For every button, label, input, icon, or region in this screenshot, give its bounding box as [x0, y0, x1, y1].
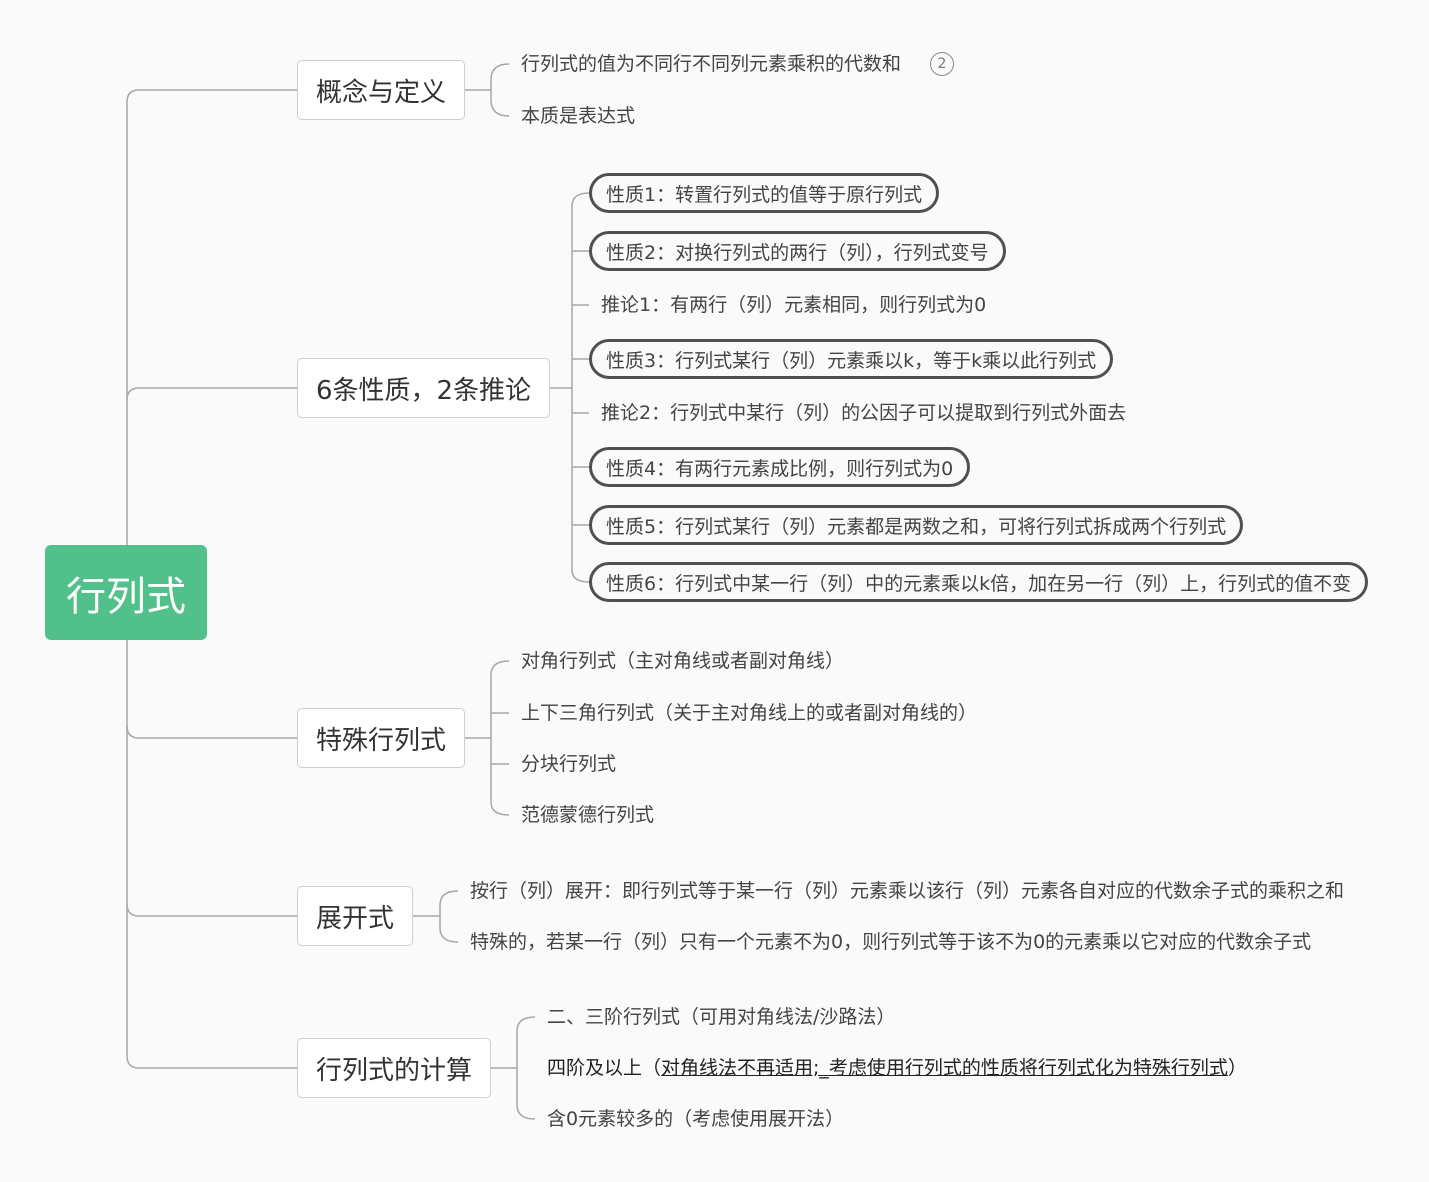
property-1[interactable]: 性质1：转置行列式的值等于原行列式	[589, 173, 940, 213]
leaf-definition-value[interactable]: 行列式的值为不同行不同列元素乘积的代数和	[521, 53, 902, 75]
branch-expansion[interactable]: 展开式	[297, 886, 414, 946]
leaf-fourth-order-underlined: 对角线法不再适用;_考虑使用行列式的性质将行列式化为特殊行列式	[661, 1057, 1228, 1079]
leaf-fourth-order-closing: ）	[1227, 1057, 1247, 1079]
leaf-triangular-determinant[interactable]: 上下三角行列式（关于主对角线上的或者副对角线的）	[521, 702, 978, 724]
leaf-vandermonde-determinant[interactable]: 范德蒙德行列式	[521, 804, 655, 826]
property-2[interactable]: 性质2：对换行列式的两行（列），行列式变号	[589, 231, 1006, 271]
leaf-essence-expression[interactable]: 本质是表达式	[521, 105, 636, 127]
property-4[interactable]: 性质4：有两行元素成比例，则行列式为0	[589, 447, 971, 487]
leaf-fourth-order-prefix: 四阶及以上（	[547, 1057, 662, 1079]
leaf-many-zero-elements[interactable]: 含0元素较多的（考虑使用展开法）	[547, 1108, 845, 1130]
leaf-block-determinant[interactable]: 分块行列式	[521, 753, 617, 775]
branch-calculation[interactable]: 行列式的计算	[297, 1038, 492, 1098]
branch-special-determinants[interactable]: 特殊行列式	[297, 708, 466, 768]
leaf-row-column-expansion[interactable]: 按行（列）展开：即行列式等于某一行（列）元素乘以该行（列）元素各自对应的代数余子…	[470, 880, 1345, 902]
comment-count-badge[interactable]: 2	[930, 52, 954, 76]
leaf-second-third-order[interactable]: 二、三阶行列式（可用对角线法/沙路法）	[547, 1006, 896, 1028]
corollary-1[interactable]: 推论1：有两行（列）元素相同，则行列式为0	[601, 294, 987, 316]
leaf-diagonal-determinant[interactable]: 对角行列式（主对角线或者副对角线）	[521, 650, 845, 672]
leaf-fourth-order-and-above[interactable]: 四阶及以上（对角线法不再适用;_考虑使用行列式的性质将行列式化为特殊行列式）	[547, 1055, 1247, 1081]
property-3[interactable]: 性质3：行列式某行（列）元素乘以k，等于k乘以此行列式	[589, 339, 1114, 379]
property-5[interactable]: 性质5：行列式某行（列）元素都是两数之和，可将行列式拆成两个行列式	[589, 505, 1244, 545]
corollary-2[interactable]: 推论2：行列式中某行（列）的公因子可以提取到行列式外面去	[601, 402, 1127, 424]
branch-properties[interactable]: 6条性质，2条推论	[297, 358, 551, 418]
leaf-special-expansion[interactable]: 特殊的，若某一行（列）只有一个元素不为0，则行列式等于该不为0的元素乘以它对应的…	[470, 931, 1312, 953]
root-topic[interactable]: 行列式	[45, 545, 207, 640]
property-6[interactable]: 性质6：行列式中某一行（列）中的元素乘以k倍，加在另一行（列）上，行列式的值不变	[589, 562, 1369, 602]
branch-concept-definition[interactable]: 概念与定义	[297, 60, 466, 120]
